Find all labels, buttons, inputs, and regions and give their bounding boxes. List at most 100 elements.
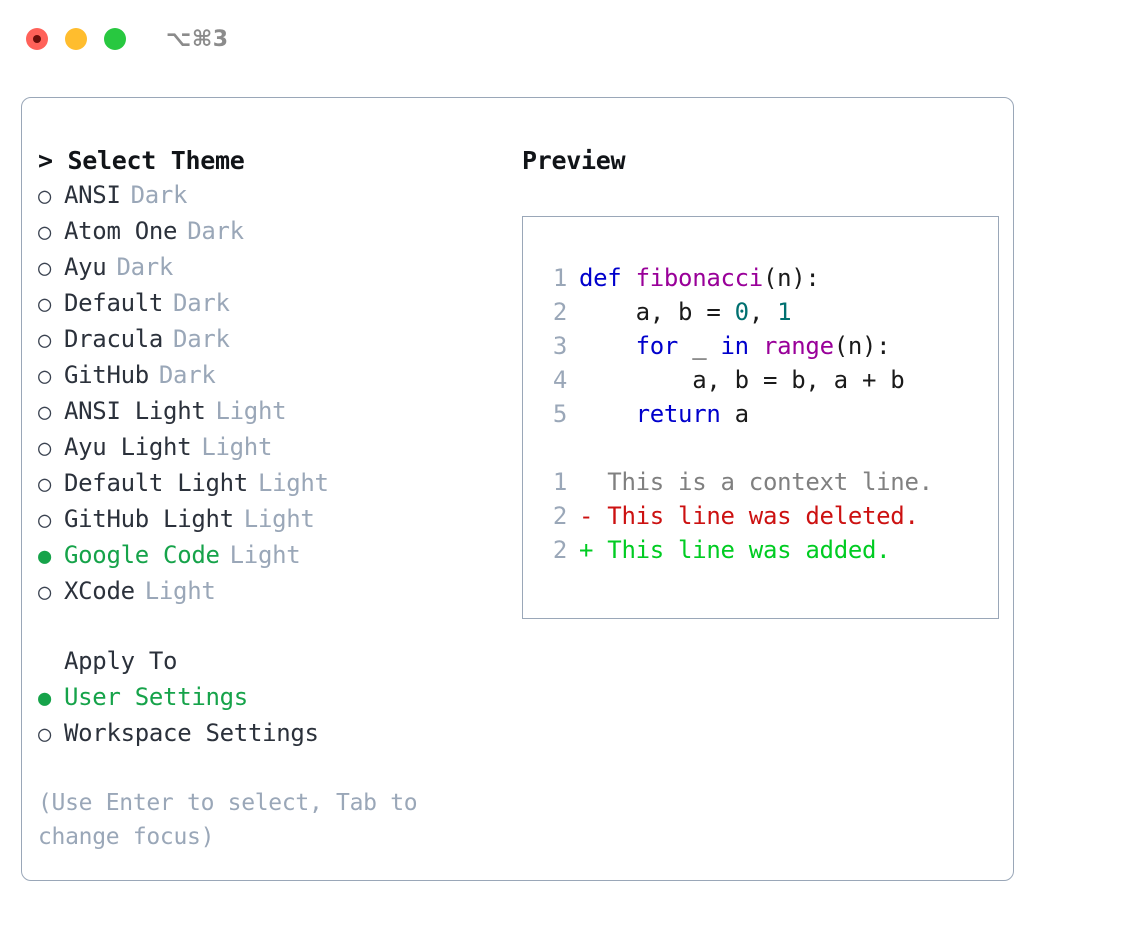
radio-selected-icon: ●: [38, 544, 51, 569]
code-line: 3 for _ in range(n):: [537, 329, 998, 363]
code-token-plain: a, b =: [579, 298, 735, 326]
theme-option-label: ANSI: [64, 181, 121, 209]
code-line-content: a, b = 0, 1: [579, 295, 792, 329]
diff-sample: 1 This is a context line. 2- This line wa…: [537, 465, 998, 567]
code-token-plain: a, b = b, a + b: [579, 366, 905, 394]
diff-line-ctx: 1 This is a context line.: [537, 465, 998, 499]
code-line-content: a, b = b, a + b: [579, 363, 905, 397]
radio-unselected-icon: ○: [38, 292, 51, 317]
apply-to-header-row: ○ Apply To: [38, 644, 500, 680]
line-number: 3: [552, 332, 567, 360]
radio-unselected-icon: ○: [38, 472, 51, 497]
theme-option-label: Atom One: [64, 217, 178, 245]
title-bar: ⌥⌘3: [0, 0, 1140, 78]
diff-marker: +: [579, 536, 594, 564]
radio-unselected-icon: ○: [38, 184, 51, 209]
code-token-fn: fibonacci: [635, 264, 764, 292]
apply-to-bullet-placeholder: ○: [38, 646, 64, 680]
theme-option-label: ANSI Light: [64, 397, 206, 425]
theme-variant-tag: Dark: [173, 325, 230, 353]
diff-line-text: This line was added.: [593, 536, 891, 564]
radio-unselected-icon: ○: [38, 722, 51, 747]
close-button[interactable]: [26, 28, 48, 50]
apply-to-option-label: Workspace Settings: [64, 719, 319, 747]
theme-option-label: Dracula: [64, 325, 164, 353]
line-number: 4: [552, 366, 567, 394]
code-token-plain: [579, 332, 636, 360]
code-token-num: 0: [734, 298, 749, 326]
diff-marker: -: [579, 502, 594, 530]
theme-variant-tag: Light: [215, 397, 287, 425]
code-token-plain: (n):: [762, 264, 820, 292]
theme-option-label: GitHub: [64, 361, 149, 389]
radio-unselected-icon: ○: [38, 256, 51, 281]
code-diff-spacer: [537, 431, 998, 465]
theme-option-ayu[interactable]: ○ Ayu Dark: [38, 250, 500, 286]
code-token-kw: return: [635, 400, 721, 428]
line-number: 1: [552, 264, 567, 292]
theme-option-label: XCode: [64, 577, 135, 605]
theme-variant-tag: Dark: [116, 253, 174, 281]
diff-line-add: 2 + This line was added.: [537, 533, 998, 567]
theme-option-label: Ayu: [64, 253, 107, 281]
diff-line-text: This is a context line.: [593, 468, 933, 496]
theme-variant-tag: Light: [257, 469, 329, 497]
code-line: 1 def fibonacci(n):: [537, 261, 998, 295]
radio-unselected-icon: ○: [38, 436, 51, 461]
diff-line-text: This line was deleted.: [593, 502, 919, 530]
code-token-plain: ,: [748, 298, 778, 326]
theme-option-label: Ayu Light: [64, 433, 192, 461]
keyboard-hint-text: (Use Enter to select, Tab to change focu…: [38, 790, 418, 850]
code-line-content: return a: [579, 397, 750, 431]
apply-to-option-label: User Settings: [64, 683, 248, 711]
line-number: 2: [552, 502, 567, 530]
code-token-plain: a: [720, 400, 749, 428]
code-line: 2 a, b = 0, 1: [537, 295, 998, 329]
maximize-button[interactable]: [104, 28, 126, 50]
radio-unselected-icon: ○: [38, 364, 51, 389]
theme-option-default[interactable]: ○ Default Dark: [38, 286, 500, 322]
code-line: 4 a, b = b, a + b: [537, 363, 998, 397]
line-number: 2: [552, 536, 567, 564]
theme-variant-tag: Dark: [173, 289, 230, 317]
apply-to-option-workspace-settings[interactable]: ○ Workspace Settings: [38, 716, 500, 752]
record-dot-icon: [33, 35, 41, 43]
theme-option-ansi-light[interactable]: ○ ANSI Light Light: [38, 394, 500, 430]
radio-unselected-icon: ○: [38, 400, 51, 425]
apply-to-option-user-settings[interactable]: ● User Settings: [38, 680, 500, 716]
theme-variant-tag: Light: [144, 577, 216, 605]
select-theme-header: > Select Theme: [38, 146, 245, 175]
code-token-plain: _: [678, 332, 721, 360]
code-line-content: for _ in range(n):: [579, 329, 891, 363]
theme-option-label: Default: [64, 289, 164, 317]
line-number: 2: [552, 298, 567, 326]
theme-option-ansi[interactable]: ○ ANSI Dark: [38, 178, 500, 214]
theme-variant-tag: Dark: [130, 181, 188, 209]
theme-variant-tag: Light: [243, 505, 315, 533]
diff-marker: [579, 465, 593, 499]
code-token-kw: def: [579, 264, 636, 292]
radio-selected-icon: ●: [38, 686, 51, 711]
theme-variant-tag: Light: [229, 541, 301, 569]
code-token-kw: in: [720, 332, 750, 360]
code-token-plain: [749, 332, 763, 360]
code-token-kw: for: [635, 332, 679, 360]
line-number: 5: [552, 400, 567, 428]
minimize-button[interactable]: [65, 28, 87, 50]
